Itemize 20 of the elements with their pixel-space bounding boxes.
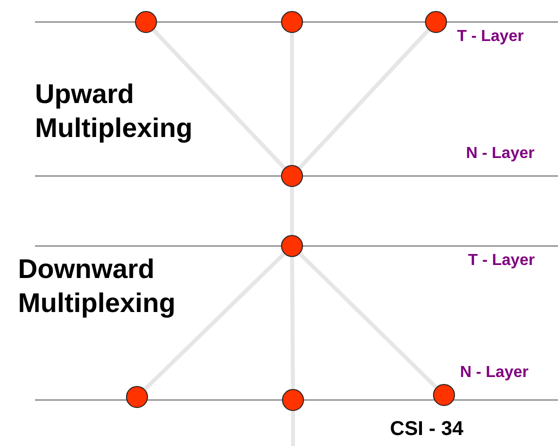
node-circle (135, 11, 157, 33)
heading-label: Upward Multiplexing (35, 78, 194, 145)
node-circle (281, 11, 303, 33)
layer-label: N - Layer (460, 364, 528, 382)
layer-label: T - Layer (457, 28, 524, 46)
connector-line (152, 28, 286, 170)
footer-label: CSI - 34 (390, 418, 464, 441)
node-circle (433, 384, 455, 406)
connector-line (290, 256, 295, 390)
node-circle (281, 235, 303, 257)
layer-label: N - Layer (466, 145, 534, 163)
node-circle (425, 11, 447, 33)
node-circle (126, 386, 148, 408)
layer-label: T - Layer (468, 252, 535, 270)
node-circle (281, 165, 303, 187)
node-circle (282, 389, 304, 411)
connector-line (298, 252, 438, 389)
heading-label: Downward Multiplexing (18, 253, 176, 320)
connector-line (298, 28, 430, 170)
connector-line (143, 252, 286, 391)
